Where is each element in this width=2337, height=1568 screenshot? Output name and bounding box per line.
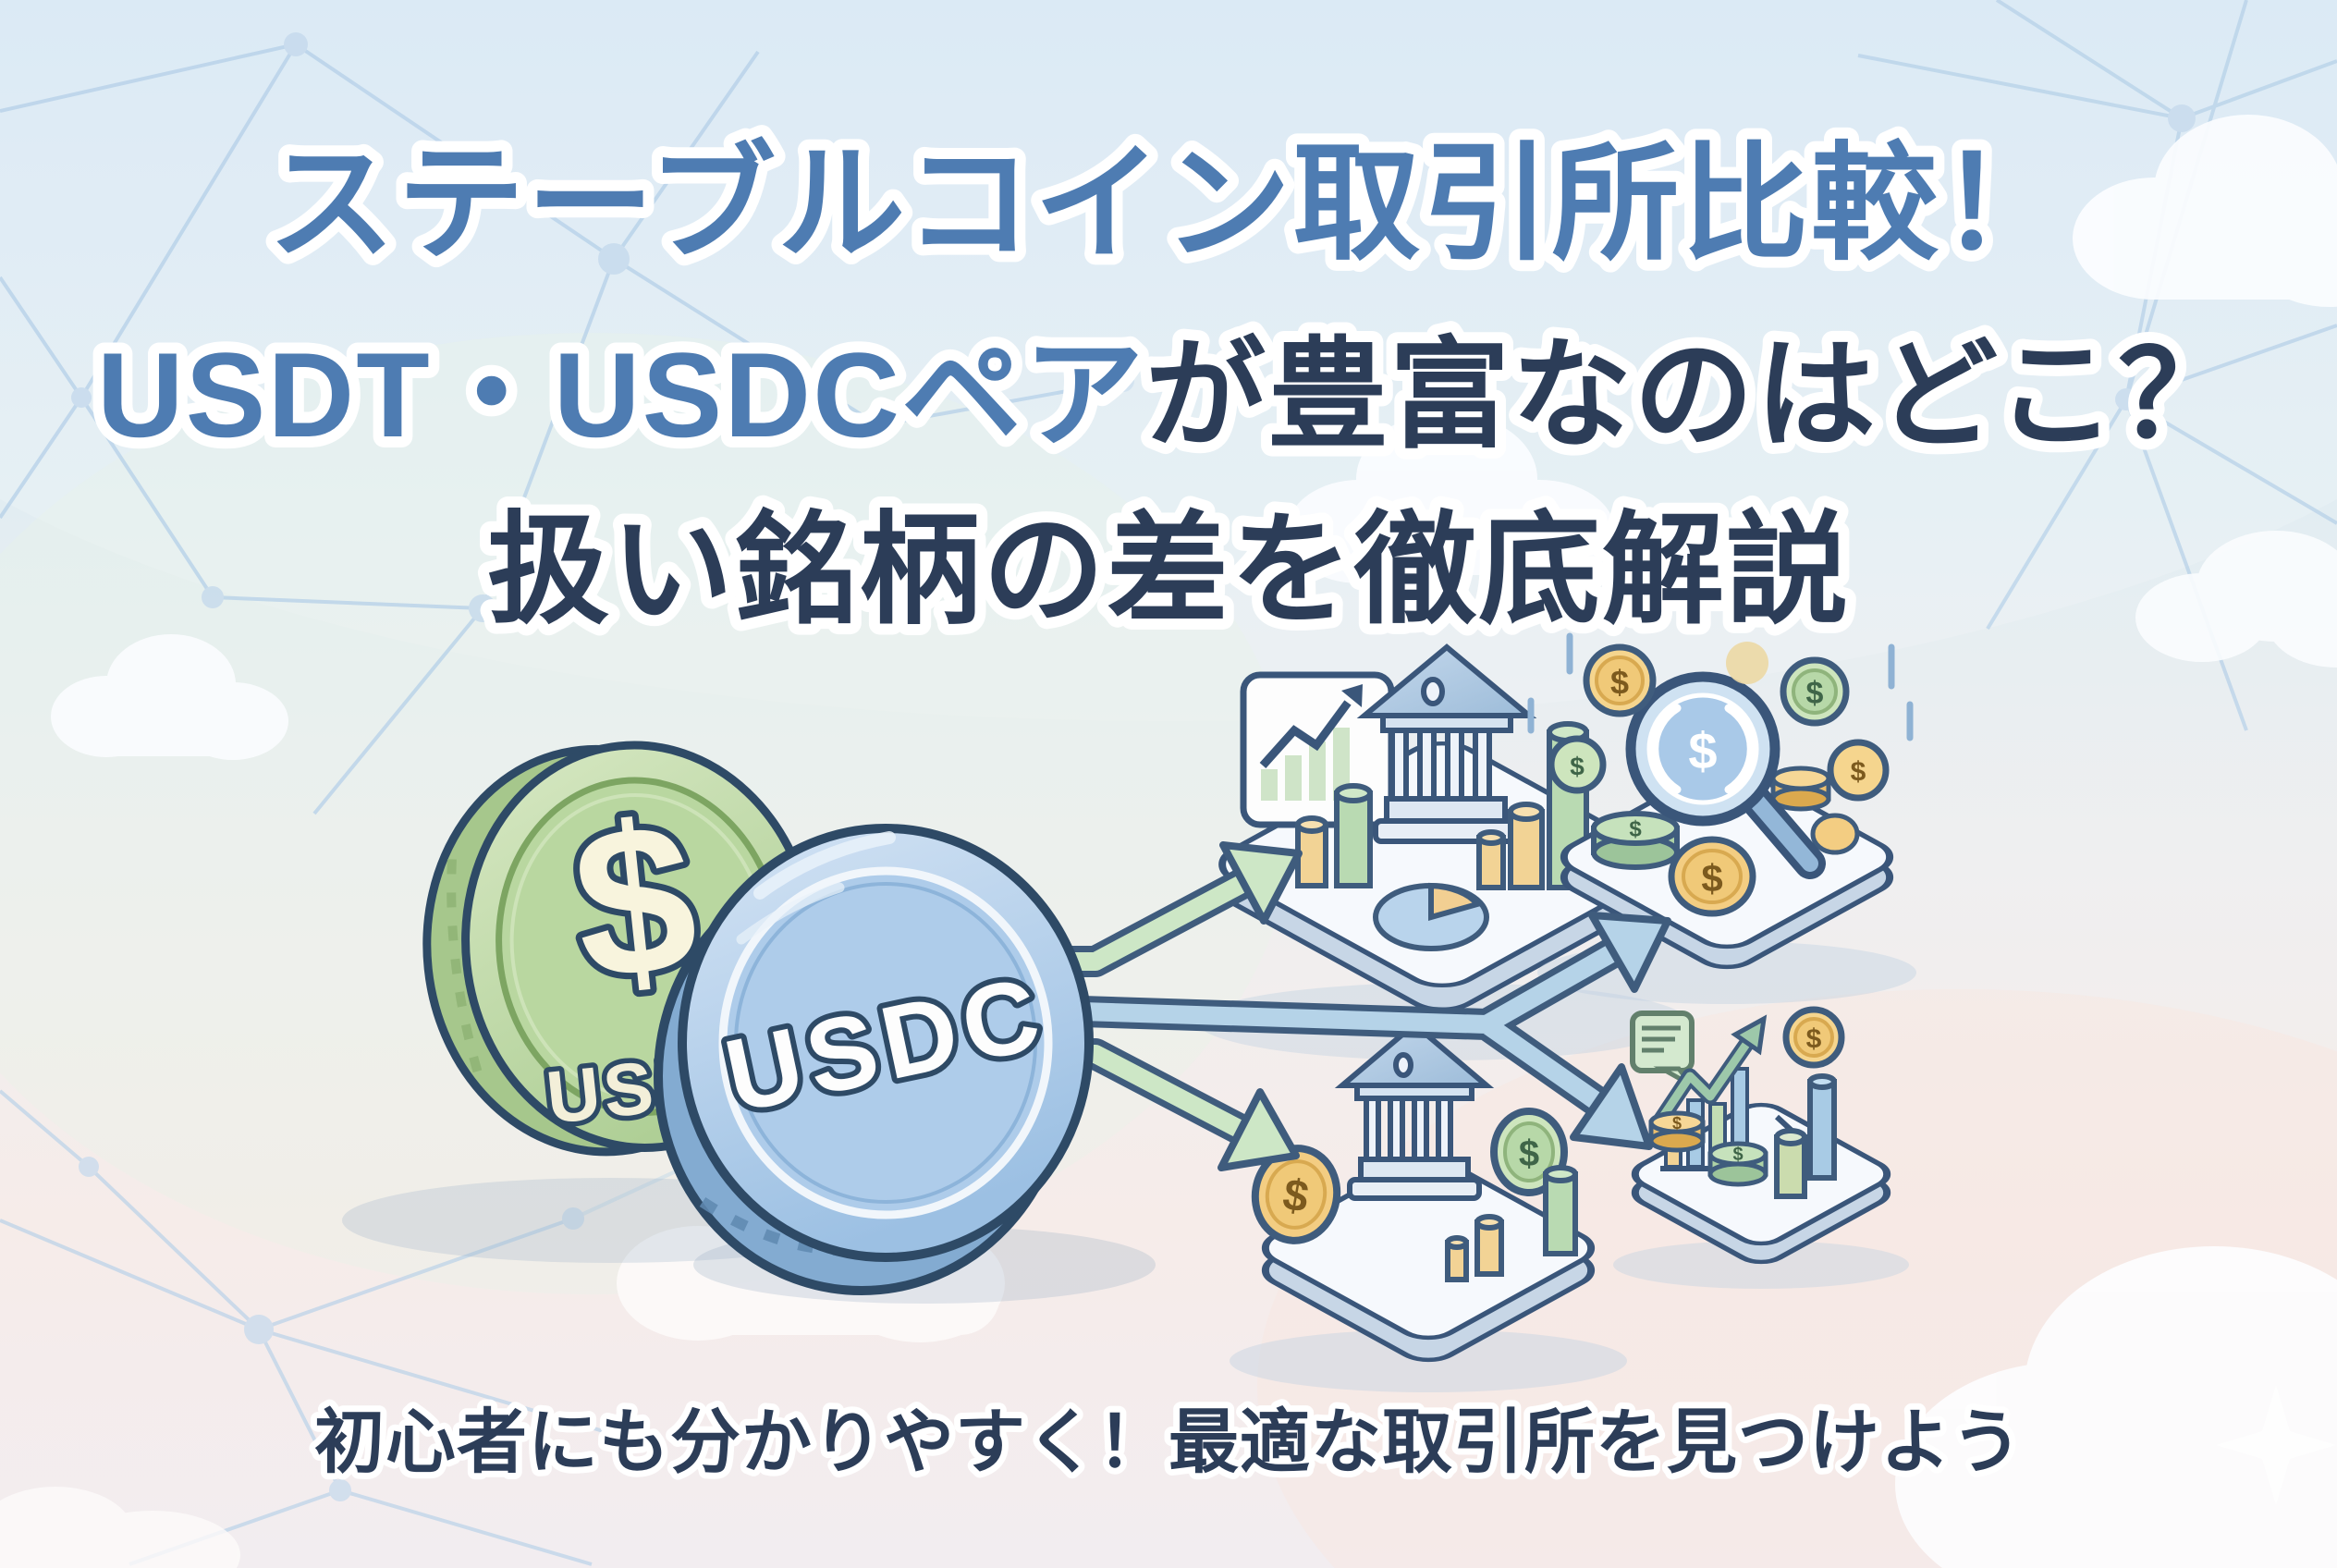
svg-text:$: $ bbox=[1519, 1133, 1539, 1174]
floating-coin-icons: $ $ $ $ bbox=[1548, 642, 1890, 802]
usdc-logo-icon bbox=[1650, 704, 1756, 794]
title-line2-highlight: USDT・USDCペア bbox=[97, 327, 1145, 462]
cylinder-icons bbox=[1774, 1073, 1837, 1199]
bank-icon bbox=[1356, 643, 1537, 844]
svg-text:$: $ bbox=[1672, 1114, 1682, 1133]
coin-gold-icon: $ bbox=[1782, 1006, 1845, 1069]
subtitle: 初心者にも分かりやすく！最適な取引所を見つけよう bbox=[314, 1403, 2023, 1482]
title-line2-rest: が豊富なのはどこ？ bbox=[1145, 327, 2240, 462]
svg-text:$: $ bbox=[1732, 1145, 1743, 1165]
magnifier-icon: $ bbox=[1625, 671, 1826, 879]
title-line3: 扱い銘柄の差を徹底解説 bbox=[487, 502, 1850, 638]
cylinder-icons-left bbox=[1295, 783, 1373, 888]
coin-green-stack-icon: $ bbox=[1591, 811, 1680, 870]
coin-small-gold-icon bbox=[1810, 813, 1860, 855]
cloud-left-edge bbox=[51, 634, 288, 760]
cloud-right-edge bbox=[2135, 531, 2337, 668]
title-line1: ステーブルコイン取引所比較！ bbox=[268, 133, 2070, 276]
cloud-bottom-right bbox=[1895, 1246, 2337, 1568]
arrow-head-to-research bbox=[1588, 912, 1671, 993]
cloud-bottom-left bbox=[0, 1487, 240, 1568]
coin-green-stack-icon: $ bbox=[1707, 1141, 1768, 1187]
svg-text:$: $ bbox=[1688, 722, 1717, 780]
svg-text:$: $ bbox=[1851, 757, 1866, 788]
usdc-coin: USDC bbox=[654, 824, 1094, 1295]
bank-icon bbox=[1334, 1021, 1495, 1201]
coin-gold-stack-icon bbox=[1770, 766, 1831, 812]
svg-text:$: $ bbox=[1806, 676, 1824, 711]
coin-gold-stack-icon: $ bbox=[1648, 1110, 1706, 1153]
exchange-platform-market-chart: $ $ $ bbox=[1613, 1006, 1909, 1289]
speed-line-icons bbox=[1527, 632, 1914, 741]
arrow-head-to-market-chart bbox=[1570, 1063, 1653, 1150]
cloud-right-middle bbox=[1287, 412, 1615, 583]
coin-gold-icon: $ bbox=[1251, 1145, 1341, 1244]
title-line2: USDT・USDCペアが豊富なのはどこ？ bbox=[97, 327, 2240, 462]
svg-text:$: $ bbox=[1629, 817, 1642, 842]
pie-chart-icon bbox=[1373, 882, 1489, 951]
exchange-platform-bank-bottom: $ $ bbox=[1230, 1021, 1627, 1392]
svg-text:$: $ bbox=[1701, 857, 1722, 900]
svg-text:$: $ bbox=[1806, 1024, 1822, 1055]
svg-text:$: $ bbox=[1610, 664, 1629, 702]
arrow-split-blue bbox=[1023, 912, 1671, 1150]
background-glow bbox=[0, 0, 2337, 721]
cloud-top-right bbox=[2073, 115, 2337, 307]
sparkle-icon bbox=[2216, 1385, 2336, 1505]
exchange-platform-research: $ $ $ $ $ $ $ bbox=[1527, 632, 1916, 1004]
coin-gold-icon: $ bbox=[1668, 836, 1756, 917]
exchange-platform-bank-top bbox=[1197, 643, 1687, 1060]
network-pattern-top-left bbox=[0, 32, 1134, 815]
svg-text:$: $ bbox=[1570, 753, 1585, 781]
platform-shadow bbox=[1613, 1241, 1909, 1289]
cylinder-icons bbox=[1445, 1165, 1578, 1282]
trend-arrow-icon bbox=[1653, 1014, 1768, 1125]
